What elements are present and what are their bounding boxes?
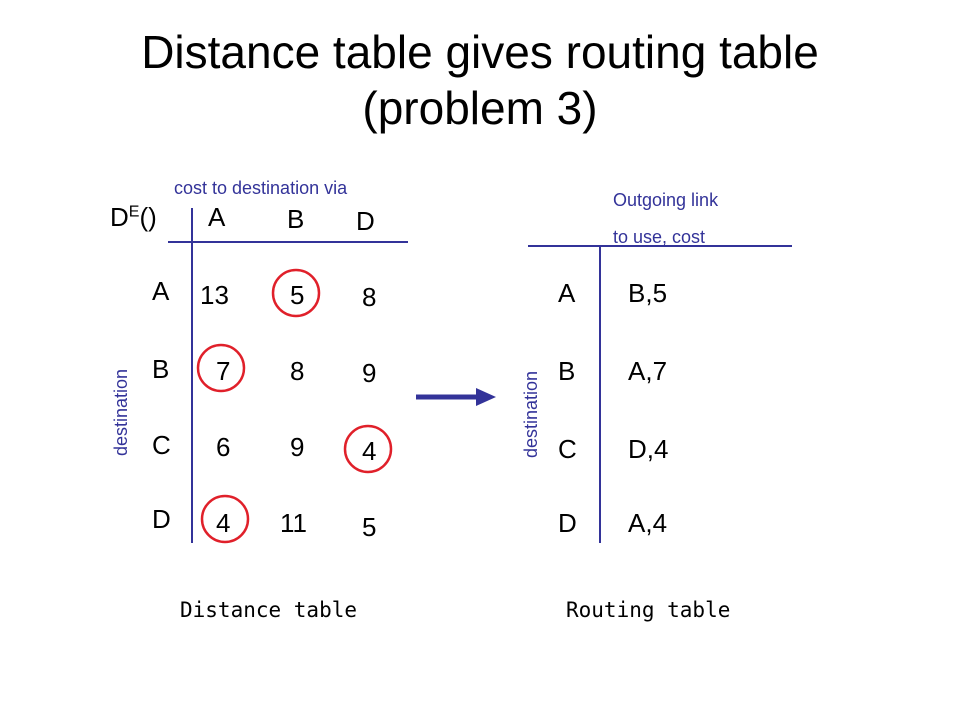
distance-row-dest-b: B (152, 354, 170, 384)
distance-cell-b-via-d: 9 (362, 358, 377, 388)
distance-table-header-label: cost to destination via (174, 178, 348, 198)
routing-entry-a: B,5 (628, 278, 668, 308)
min-circle-c-via-d (343, 424, 393, 474)
distance-row-dest-a: A (152, 276, 170, 306)
routing-entry-d: A,4 (628, 508, 668, 538)
distance-table-header-rule (168, 241, 408, 243)
min-circle-d-via-a (200, 494, 250, 544)
distance-cell-b-via-b: 8 (290, 356, 305, 386)
routing-entry-b: A,7 (628, 356, 668, 386)
distance-cell-a-via-a: 13 (200, 280, 229, 310)
distance-cell-d-via-d: 5 (362, 512, 377, 542)
routing-table-header-line-1: Outgoing link (613, 190, 719, 210)
routing-row-dest-d: D (558, 508, 577, 538)
routing-row-dest-a: A (558, 278, 576, 308)
routing-table-header-rule (528, 245, 792, 247)
routing-table-caption: Routing table (566, 598, 731, 622)
corner-parens: () (139, 202, 157, 232)
distance-cell-c-via-a: 6 (216, 432, 231, 462)
min-circle-b-via-a (196, 343, 246, 393)
distance-cell-a-via-b: 5 (290, 280, 305, 310)
distance-table-corner: DE() (110, 202, 157, 233)
via-header-a: A (208, 202, 226, 232)
distance-table-caption: Distance table (180, 598, 358, 622)
routing-table-column-rule (599, 245, 601, 543)
distance-row-dest-d: D (152, 504, 171, 534)
via-header-d: D (356, 206, 375, 236)
distance-table-column-rule (191, 208, 193, 543)
slide-title-line-1: Distance table gives routing table (141, 26, 819, 78)
corner-main: D (110, 202, 129, 232)
via-header-b: B (287, 204, 305, 234)
corner-superscript: E (128, 203, 140, 221)
routing-table-header-line-2: to use, cost (613, 227, 706, 247)
distance-cell-b-via-a: 7 (216, 356, 231, 386)
routing-entry-c: D,4 (628, 434, 669, 464)
routing-row-dest-c: C (558, 434, 577, 464)
distance-row-dest-c: C (152, 430, 171, 460)
transform-arrow-icon (416, 388, 496, 406)
distance-cell-d-via-a: 4 (216, 508, 231, 538)
slide-title-line-2: (problem 3) (362, 82, 598, 134)
min-circle-a-via-b (271, 268, 321, 318)
distance-cell-c-via-b: 9 (290, 432, 305, 462)
routing-row-dest-b: B (558, 356, 576, 386)
distance-cell-d-via-b: 11 (280, 508, 307, 538)
distance-cell-c-via-d: 4 (362, 436, 377, 466)
distance-cell-a-via-d: 8 (362, 282, 377, 312)
